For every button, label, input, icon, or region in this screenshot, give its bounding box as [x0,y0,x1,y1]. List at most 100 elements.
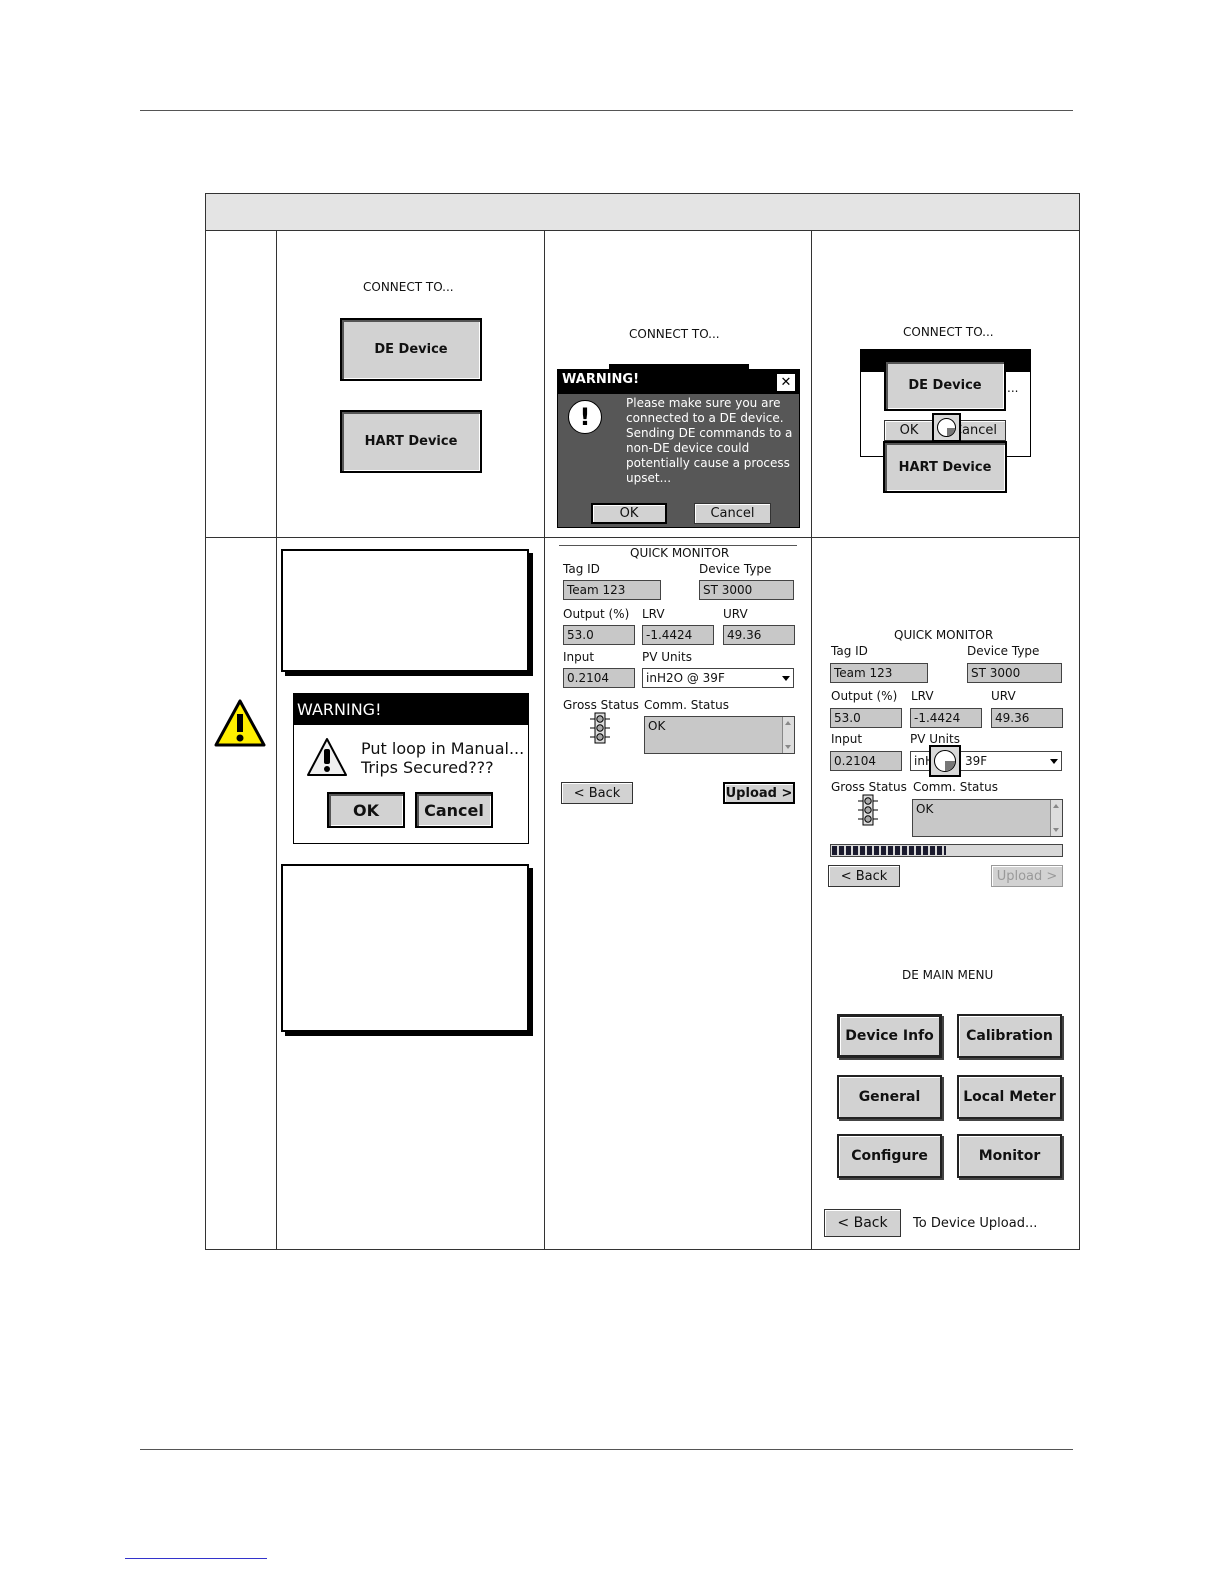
input-label: Input [563,650,595,664]
de-device-button[interactable]: DE Device [884,360,1006,411]
device-type-field[interactable]: ST 3000 [699,580,794,600]
dropdown-arrow-icon[interactable] [1050,759,1058,764]
tag-id-label: Tag ID [831,644,868,658]
manual-warning-panel: WARNING! Put loop in Manual... Trips Sec… [276,537,545,1250]
cancel-button[interactable]: Cancel [694,503,771,524]
pv-units-label: PV Units [910,732,960,746]
comm-status-label: Comm. Status [644,698,729,712]
calibration-button[interactable]: Calibration [957,1014,1062,1058]
caution-icon [214,699,266,747]
device-info-button[interactable]: Device Info [837,1014,942,1058]
manual-warning-line1: Put loop in Manual... [361,739,525,758]
tag-id-field[interactable]: Team 123 [563,580,661,600]
gross-status-label: Gross Status [831,780,907,794]
manual-warning-dialog: WARNING! Put loop in Manual... Trips Sec… [293,693,529,844]
tag-id-field[interactable]: Team 123 [830,663,928,683]
comm-status-value: OK [648,719,666,733]
back-button[interactable]: < Back [561,782,633,804]
scrollbar[interactable] [782,717,794,753]
upload-progress-fill [832,846,946,855]
input-label: Input [831,732,863,746]
upload-button[interactable]: Upload > [991,865,1063,887]
quick-monitor-panel-2: QUICK MONITOR Tag ID Device Type Team 12… [811,537,1080,1250]
hart-device-button[interactable]: HART Device [883,441,1007,493]
upload-status-text: To Device Upload... [913,1216,1038,1231]
output-field[interactable]: 53.0 [830,708,902,728]
output-label: Output (%) [563,607,630,621]
lrv-label: LRV [642,607,665,621]
urv-field[interactable]: 49.36 [991,708,1063,728]
footer-link-underline [125,1558,267,1559]
exclamation-icon: ! [568,400,602,434]
comm-status-box[interactable]: OK [912,799,1063,837]
hart-device-button[interactable]: HART Device [340,410,482,473]
scrollbar[interactable] [1050,800,1062,836]
output-label: Output (%) [831,689,898,703]
dropdown-arrow-icon[interactable] [782,676,790,681]
output-field[interactable]: 53.0 [563,625,635,645]
urv-label: URV [723,607,748,621]
device-type-label: Device Type [967,644,1040,658]
pv-units-select[interactable]: inH2O @ 39F [642,668,794,688]
step-cell-1 [205,230,277,538]
cancel-button[interactable]: Cancel [415,792,493,828]
tag-id-label: Tag ID [563,562,600,576]
lrv-label: LRV [911,689,934,703]
table-header [205,193,1080,231]
lrv-field[interactable]: -1.4424 [910,708,982,728]
back-button[interactable]: < Back [828,865,900,887]
traffic-light-icon [590,712,610,744]
ok-button[interactable]: OK [884,420,934,441]
comm-status-value: OK [916,802,934,816]
back-button[interactable]: < Back [824,1209,901,1237]
pv-units-label: PV Units [642,650,692,664]
hidden-button-edge [609,364,749,370]
device-type-field[interactable]: ST 3000 [967,663,1062,683]
connect-panel-1: CONNECT TO... DE Device HART Device [276,230,545,538]
urv-field[interactable]: 49.36 [723,625,795,645]
manual-warning-title: WARNING! [294,694,528,725]
warning-dialog: WARNING! ✕ ! Please make sure you are co… [557,369,800,528]
upload-progress-bar [830,844,1063,857]
connect-title: CONNECT TO... [363,280,454,294]
connect-title: CONNECT TO... [903,325,994,339]
lrv-field[interactable]: -1.4424 [642,625,714,645]
input-field[interactable]: 0.2104 [563,668,635,688]
de-main-menu-title: DE MAIN MENU [902,968,994,982]
de-device-button[interactable]: DE Device [340,318,482,381]
procedure-table: CONNECT TO... DE Device HART Device CONN… [205,193,1080,1250]
header-rule [140,110,1073,111]
busy-spinner-icon [929,745,961,777]
step-cell-2 [205,537,277,1250]
monitor-button[interactable]: Monitor [957,1134,1062,1178]
manual-warning-line2: Trips Secured??? [361,758,494,777]
device-type-label: Device Type [699,562,772,576]
pv-units-value: inH2O @ 39F [646,671,725,685]
close-icon[interactable]: ✕ [776,373,796,392]
connect-panel-2: CONNECT TO... WARNING! ✕ ! Please make s… [544,230,812,538]
pv-units-value-right: 39F [965,754,988,768]
ok-button[interactable]: OK [591,503,667,524]
busy-spinner-icon [932,413,961,442]
pv-units-value-left: inH [914,754,934,768]
warning-triangle-icon [307,738,347,776]
general-button[interactable]: General [837,1075,942,1119]
traffic-light-icon [858,794,878,826]
comm-status-box[interactable]: OK [644,716,795,754]
urv-label: URV [991,689,1016,703]
blank-screen-top [281,549,529,672]
quick-monitor-title: QUICK MONITOR [626,546,734,560]
blank-screen-bottom [281,864,529,1032]
gross-status-label: Gross Status [563,698,639,712]
upload-button[interactable]: Upload > [723,782,795,804]
quick-monitor-panel-1: QUICK MONITOR Tag ID Device Type Team 12… [544,537,812,1250]
input-field[interactable]: 0.2104 [830,751,902,771]
warning-message: Please make sure you are connected to a … [626,396,793,485]
local-meter-button[interactable]: Local Meter [957,1075,1062,1119]
ok-button[interactable]: OK [327,792,405,828]
comm-status-label: Comm. Status [913,780,998,794]
quick-monitor-title: QUICK MONITOR [894,628,994,642]
configure-button[interactable]: Configure [837,1134,942,1178]
connect-title: CONNECT TO... [629,327,720,341]
connect-panel-3: CONNECT TO... ... DE Device OK Cancel HA… [811,230,1080,538]
